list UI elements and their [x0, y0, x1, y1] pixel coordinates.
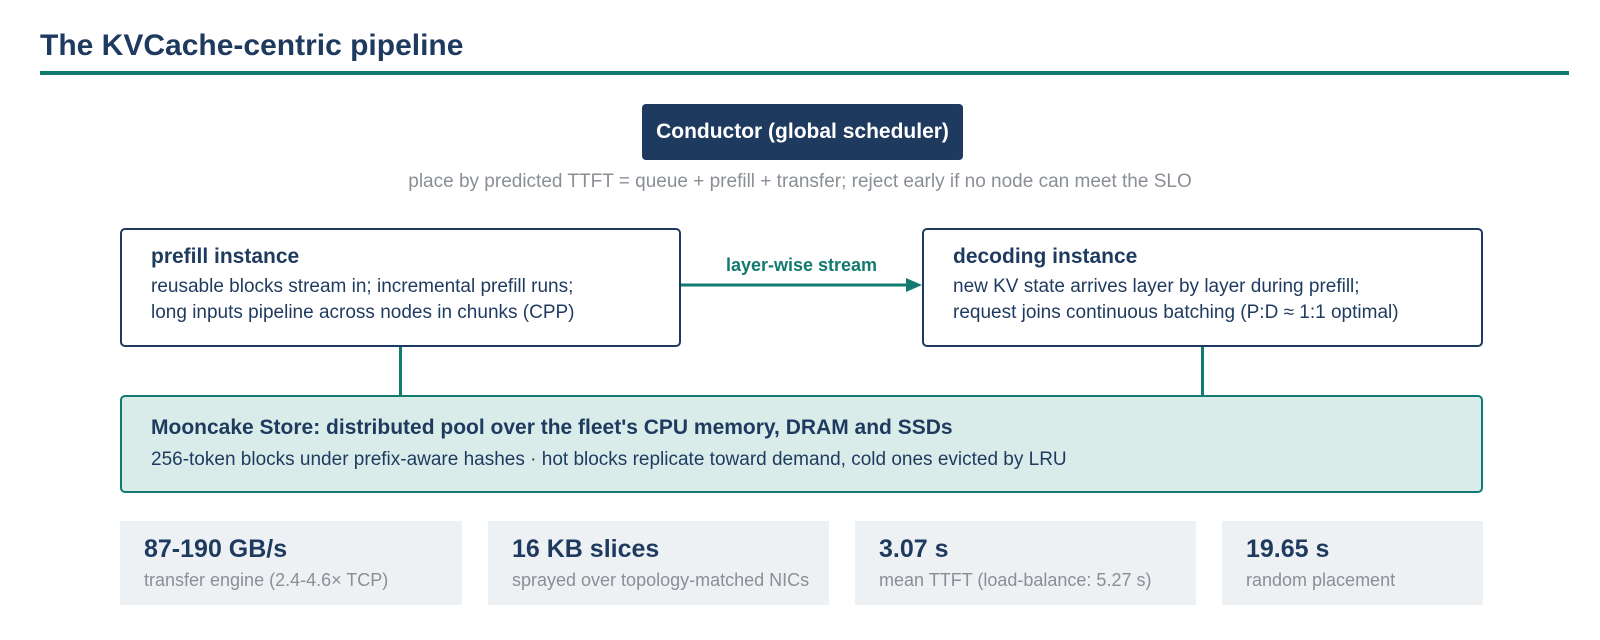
stat-label: mean TTFT (load-balance: 5.27 s) — [879, 570, 1152, 590]
layer-wise-stream-arrow — [681, 278, 922, 292]
stat-value: 3.07 s — [879, 535, 949, 563]
stat-card: 19.65 s random placement — [1222, 521, 1483, 605]
stat-label: transfer engine (2.4-4.6× TCP) — [144, 570, 389, 590]
conductor-label: Conductor (global scheduler) — [656, 120, 949, 143]
stat-card: 3.07 s mean TTFT (load-balance: 5.27 s) — [855, 521, 1196, 605]
stat-value: 87-190 GB/s — [144, 535, 288, 563]
prefill-instance-node: prefill instance reusable blocks stream … — [120, 228, 681, 347]
prefill-instance-line: long inputs pipeline across nodes in chu… — [151, 302, 575, 323]
mooncake-store-description: 256-token blocks under prefix-aware hash… — [151, 449, 1067, 470]
decoding-instance-node: decoding instance new KV state arrives l… — [922, 228, 1483, 347]
decoding-instance-title: decoding instance — [953, 245, 1138, 268]
stat-card: 16 KB slices sprayed over topology-match… — [488, 521, 829, 605]
arrow-head — [906, 278, 922, 292]
stat-value: 19.65 s — [1246, 535, 1330, 563]
mooncake-store-title: Mooncake Store: distributed pool over th… — [151, 416, 953, 439]
stat-label: sprayed over topology-matched NICs — [512, 570, 810, 590]
decode-to-store-connector — [1201, 347, 1204, 396]
prefill-to-store-connector — [399, 347, 402, 396]
mooncake-store-node: Mooncake Store: distributed pool over th… — [120, 395, 1483, 493]
layer-wise-stream-label: layer-wise stream — [725, 255, 878, 275]
conductor-note: place by predicted TTFT = queue + prefil… — [408, 171, 1192, 192]
prefill-instance-line: reusable blocks stream in; incremental p… — [151, 276, 574, 297]
stat-label: random placement — [1246, 570, 1396, 590]
prefill-instance-title: prefill instance — [151, 245, 300, 268]
stat-value: 16 KB slices — [512, 535, 660, 563]
title-rule — [40, 71, 1569, 75]
page-title: The KVCache-centric pipeline — [40, 29, 464, 62]
conductor-node: Conductor (global scheduler) — [642, 104, 963, 160]
decoding-instance-line: new KV state arrives layer by layer duri… — [953, 276, 1360, 297]
stat-card: 87-190 GB/s transfer engine (2.4-4.6× TC… — [120, 521, 462, 605]
decoding-instance-line: request joins continuous batching (P:D ≈… — [953, 302, 1399, 323]
